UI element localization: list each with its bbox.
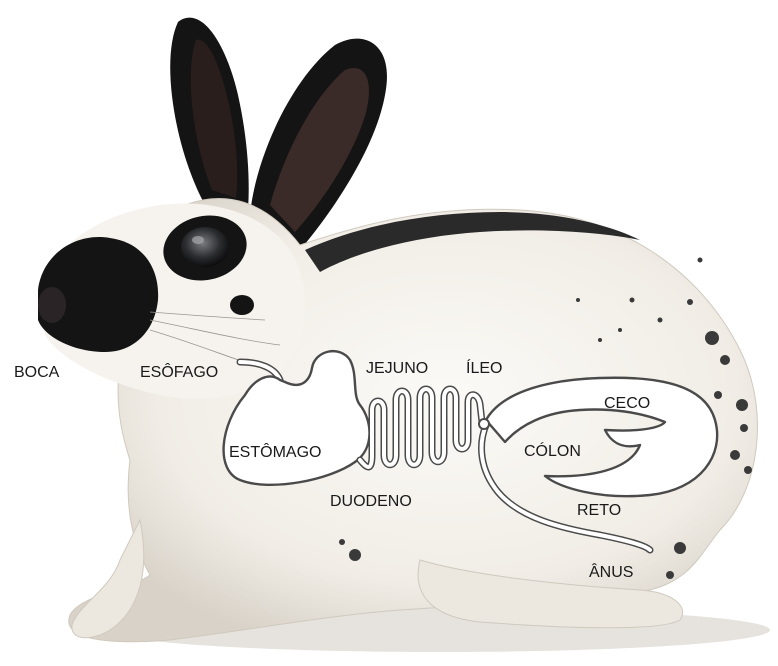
ileocecal-junction <box>479 419 489 429</box>
cheek-spot <box>230 295 254 315</box>
label-estomago: ESTÔMAGO <box>229 445 321 461</box>
label-esofago: ESÔFAGO <box>140 365 218 381</box>
label-colon: CÓLON <box>524 444 581 460</box>
label-boca: BOCA <box>14 365 59 381</box>
eye-highlight <box>192 236 204 244</box>
label-jejuno: JEJUNO <box>366 361 428 377</box>
eye <box>181 227 229 267</box>
label-ceco: CECO <box>604 396 650 412</box>
label-anus: ÂNUS <box>589 565 633 581</box>
label-ileo: ÍLEO <box>466 361 502 377</box>
label-duodeno: DUODENO <box>330 494 412 510</box>
label-reto: RETO <box>577 503 621 519</box>
nose <box>38 287 66 323</box>
